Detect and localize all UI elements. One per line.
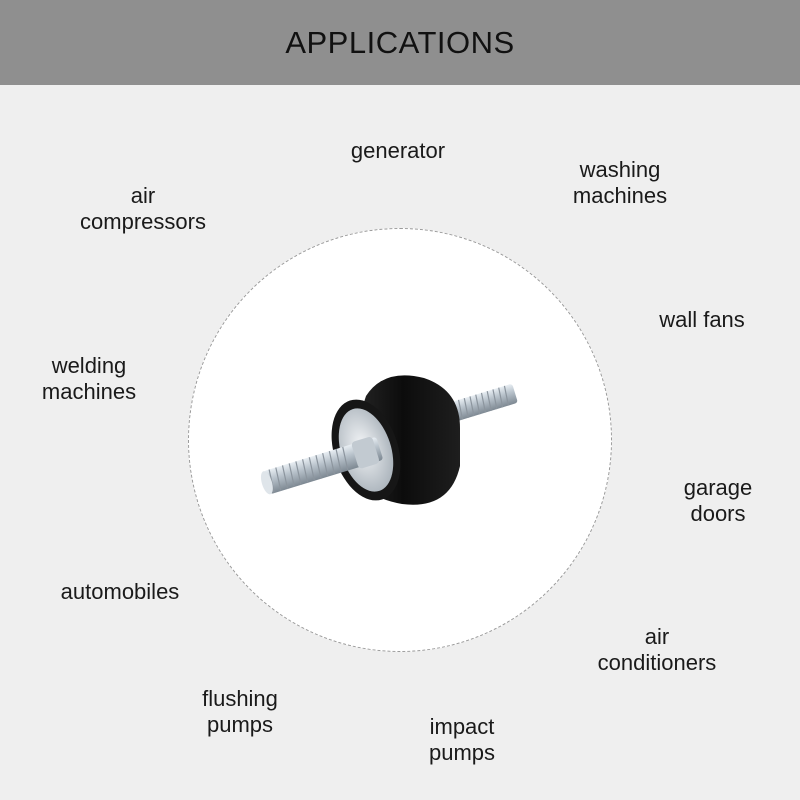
- rubber-mount-icon: [260, 375, 518, 505]
- front-stud: [260, 437, 383, 495]
- application-label-automobiles: automobiles: [60, 579, 180, 604]
- application-label-impact-pumps: impact pumps: [428, 714, 496, 765]
- application-label-flushing-pumps: flushing pumps: [202, 686, 278, 737]
- rear-stud: [447, 384, 518, 422]
- application-label-air-compressors: air compressors: [80, 183, 206, 234]
- application-label-welding-machines: welding machines: [41, 353, 137, 404]
- header-bar: APPLICATIONS: [0, 0, 800, 85]
- application-label-garage-doors: garage doors: [683, 475, 753, 526]
- application-label-air-conditioners: air conditioners: [597, 624, 717, 675]
- page-title: APPLICATIONS: [285, 24, 515, 60]
- application-label-generator: generator: [350, 138, 446, 163]
- application-label-wall-fans: wall fans: [659, 307, 745, 332]
- application-label-washing-machines: washing machines: [572, 157, 668, 208]
- rubber-body: [331, 375, 460, 505]
